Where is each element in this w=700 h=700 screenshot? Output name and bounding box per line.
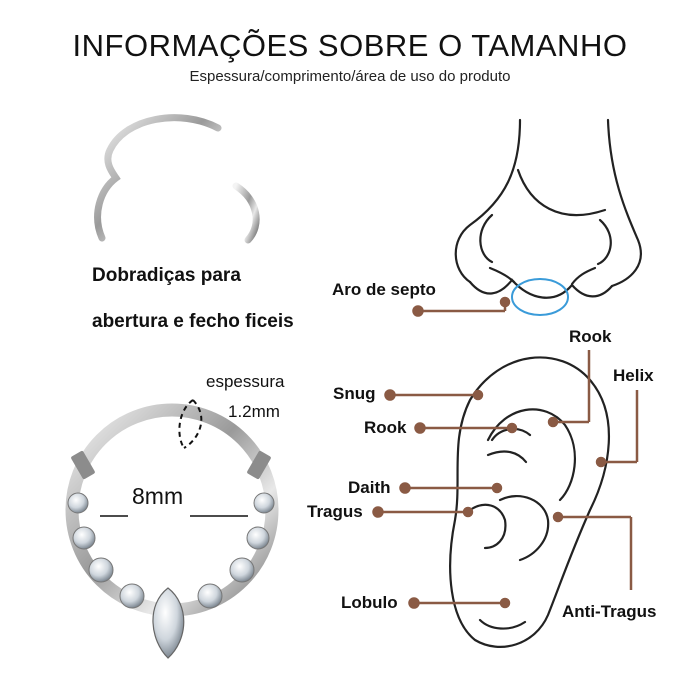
open-hinge-ring <box>94 114 260 244</box>
hinge-caption-line1: Dobradiças para <box>92 265 241 286</box>
septum-ring-mark <box>511 278 569 316</box>
label-rook-top: Rook <box>569 327 612 346</box>
thickness-value: 1.2mm <box>228 402 280 421</box>
leader-lines <box>372 296 639 609</box>
page-title: INFORMAÇÕES SOBRE O TAMANHO <box>72 28 628 63</box>
page-subtitle: Espessura/comprimento/área de uso do pro… <box>189 68 511 85</box>
jeweled-ring <box>65 399 279 659</box>
label-lobulo: Lobulo <box>341 593 398 612</box>
label-anti-tragus: Anti-Tragus <box>562 602 657 621</box>
label-snug: Snug <box>333 384 376 403</box>
thickness-label: espessura <box>206 372 285 391</box>
label-rook: Rook <box>364 418 407 437</box>
nose-outline <box>454 118 642 299</box>
diameter-label: 8mm <box>132 483 184 509</box>
hinge-caption-line2: abertura e fecho ficeis <box>92 311 294 332</box>
label-daith: Daith <box>348 478 391 497</box>
gem-row <box>67 492 275 659</box>
label-septum: Aro de septo <box>332 280 436 299</box>
label-tragus: Tragus <box>307 502 363 521</box>
label-helix: Helix <box>613 366 654 385</box>
